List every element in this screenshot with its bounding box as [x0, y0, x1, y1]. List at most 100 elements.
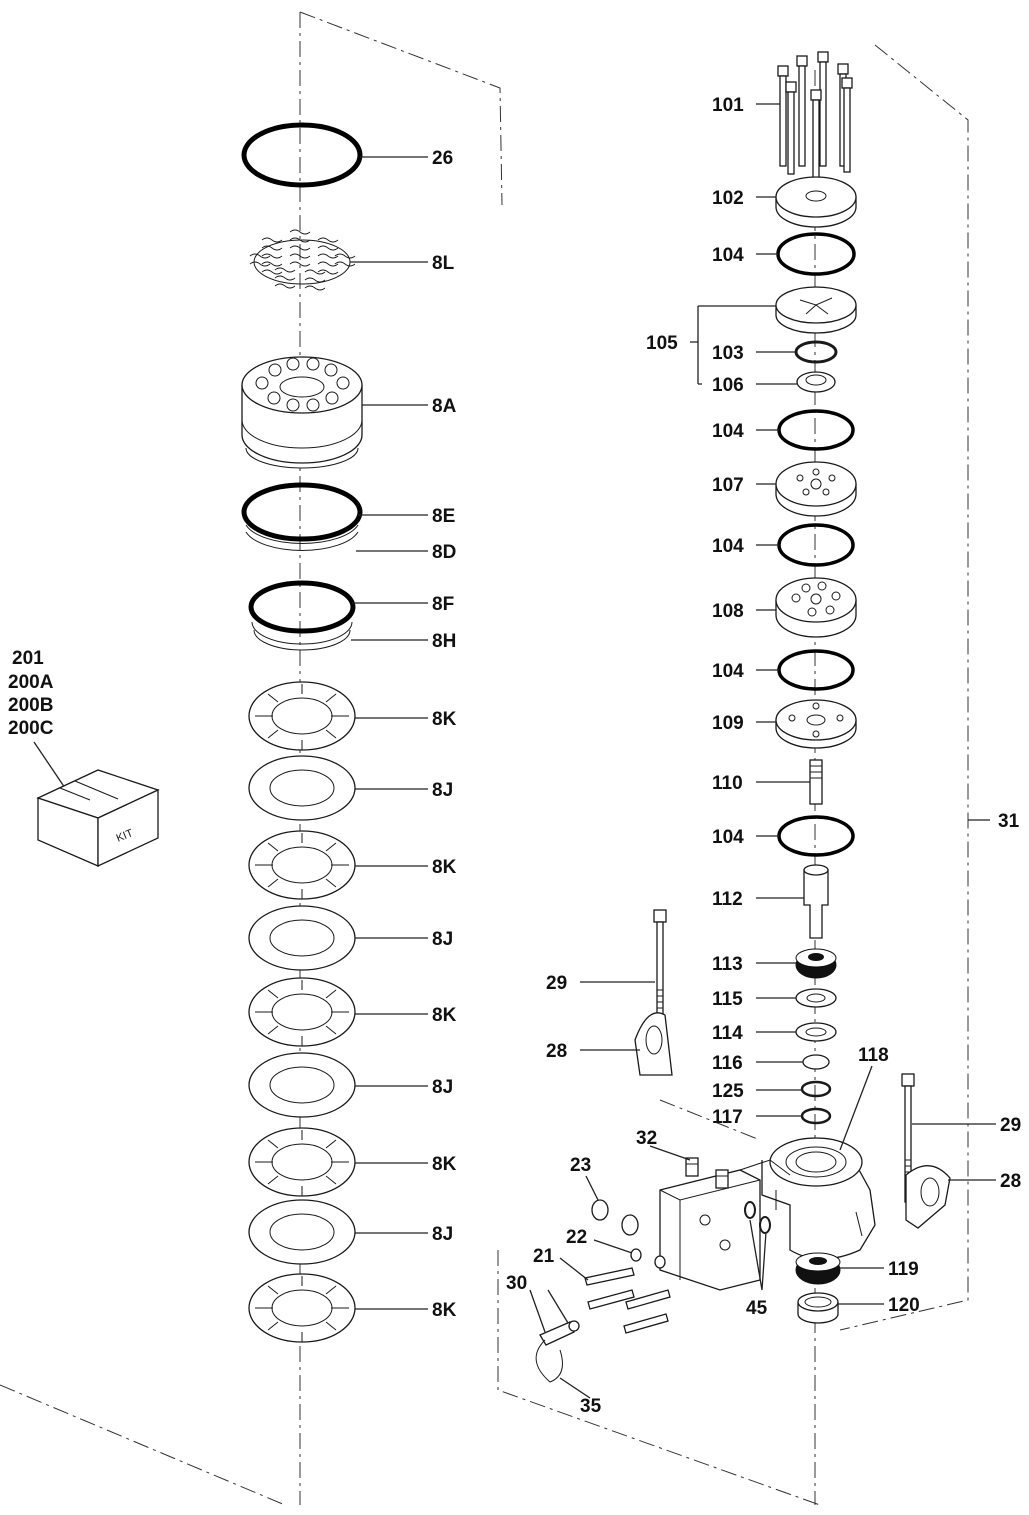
- callout-114: 114: [712, 1023, 743, 1044]
- part-115-washer: [795, 988, 837, 1008]
- part-8A-cylinder-block: [241, 356, 363, 469]
- callout-120: 120: [888, 1295, 920, 1316]
- callout-101: 101: [712, 95, 744, 116]
- callout-113: 113: [712, 954, 743, 975]
- part-104-ring-1: [776, 232, 856, 276]
- part-105-plate: [775, 286, 857, 334]
- part-8K-bearing-4: [248, 1127, 356, 1197]
- part-8J-washer-4: [248, 1199, 356, 1265]
- part-113-bearing: [795, 948, 837, 979]
- callout-35: 35: [580, 1396, 602, 1417]
- part-45-orings: [744, 1201, 771, 1234]
- part-114-washer: [795, 1022, 837, 1042]
- kit-label-201: 201: [12, 648, 44, 669]
- part-32-fittings: [685, 1157, 729, 1189]
- callout-8H: 8H: [432, 631, 456, 652]
- part-120-seal: [797, 1292, 839, 1324]
- callout-28-left: 28: [546, 1041, 567, 1062]
- callout-105: 105: [646, 333, 678, 354]
- callout-103: 103: [712, 343, 744, 364]
- kit-label-200B: 200B: [8, 695, 53, 716]
- part-102-plate: [775, 176, 857, 228]
- part-104-ring-2: [777, 409, 855, 451]
- callout-8L: 8L: [432, 253, 455, 274]
- part-8K-bearing-5: [248, 1273, 356, 1343]
- callout-31: 31: [998, 811, 1020, 832]
- part-117-ring: [800, 1107, 832, 1125]
- callout-8K-1: 8K: [432, 709, 457, 730]
- callout-8J-1: 8J: [432, 780, 453, 801]
- part-28-bracket-left: [634, 1012, 673, 1076]
- callout-104-1: 104: [712, 245, 744, 266]
- callout-108: 108: [712, 601, 744, 622]
- callout-45: 45: [746, 1298, 768, 1319]
- kit-label-200C: 200C: [8, 718, 54, 739]
- part-8L-springs: [249, 229, 356, 291]
- part-8K-bearing-3: [248, 977, 356, 1047]
- part-104-ring-3: [777, 523, 855, 567]
- part-8K-bearing-2: [248, 830, 356, 900]
- callout-8K-5: 8K: [432, 1300, 457, 1321]
- callout-8J-4: 8J: [432, 1224, 453, 1245]
- part-118-housing: [761, 1137, 876, 1260]
- part-101-bolts: [777, 51, 853, 179]
- kit-label-200A: 200A: [8, 672, 54, 693]
- part-30-35-fitting: [535, 1320, 580, 1383]
- part-108-plate: [775, 577, 857, 638]
- callout-115: 115: [712, 989, 743, 1010]
- part-104-ring-5: [777, 815, 855, 857]
- callout-104-4: 104: [712, 661, 744, 682]
- part-29-bolt-left: [653, 909, 667, 1033]
- callout-104-2: 104: [712, 421, 744, 442]
- part-110-shaft: [809, 759, 823, 805]
- part-8J-washer-1: [248, 755, 356, 821]
- callout-104-3: 104: [712, 536, 744, 557]
- left-leader-lines: [350, 156, 428, 1310]
- callout-21: 21: [533, 1246, 555, 1267]
- callout-8F: 8F: [432, 594, 454, 615]
- callout-8K-3: 8K: [432, 1005, 457, 1026]
- callout-8K-2: 8K: [432, 857, 457, 878]
- part-23-plugs: [591, 1199, 639, 1236]
- part-28-bracket-right: [905, 1165, 951, 1229]
- part-8F-ring: [248, 580, 356, 634]
- part-22-washers: [630, 1248, 666, 1269]
- part-8H-ring: [251, 621, 353, 651]
- part-8D-ring: [245, 524, 359, 551]
- callout-28-right: 28: [1000, 1171, 1021, 1192]
- part-119-bearing: [795, 1252, 841, 1285]
- callout-8D: 8D: [432, 542, 456, 563]
- kit-box: 201 200A 200B 200C KIT: [8, 648, 160, 868]
- part-26-ring: [241, 122, 363, 188]
- part-103-ring: [794, 340, 838, 364]
- part-112-shaft: [803, 864, 829, 939]
- part-8E-ring: [241, 482, 363, 542]
- part-8J-washer-2: [248, 905, 356, 971]
- callout-117: 117: [712, 1107, 743, 1128]
- callout-116: 116: [712, 1053, 743, 1074]
- callout-125: 125: [712, 1081, 744, 1102]
- part-109-plate: [775, 699, 857, 749]
- right-leader-lines: [529, 103, 996, 1399]
- callout-32: 32: [636, 1128, 657, 1149]
- callout-102: 102: [712, 188, 744, 209]
- part-8K-bearing-1: [248, 681, 356, 751]
- part-125-ring: [800, 1080, 832, 1098]
- callout-110: 110: [712, 773, 743, 794]
- callout-106: 106: [712, 375, 744, 396]
- callout-107: 107: [712, 475, 744, 496]
- callout-29-left: 29: [546, 973, 567, 994]
- part-21-bolts: [584, 1267, 671, 1334]
- part-116-spacer: [802, 1054, 830, 1070]
- callout-104-5: 104: [712, 827, 744, 848]
- callout-30: 30: [506, 1273, 527, 1294]
- part-29-bolt-right: [901, 1073, 915, 1203]
- callout-23: 23: [570, 1155, 591, 1176]
- callout-8J-3: 8J: [432, 1077, 453, 1098]
- callout-8K-4: 8K: [432, 1154, 457, 1175]
- callout-112: 112: [712, 889, 743, 910]
- callout-118: 118: [858, 1045, 889, 1066]
- callout-8A: 8A: [432, 396, 457, 417]
- callout-29-right: 29: [1000, 1115, 1021, 1136]
